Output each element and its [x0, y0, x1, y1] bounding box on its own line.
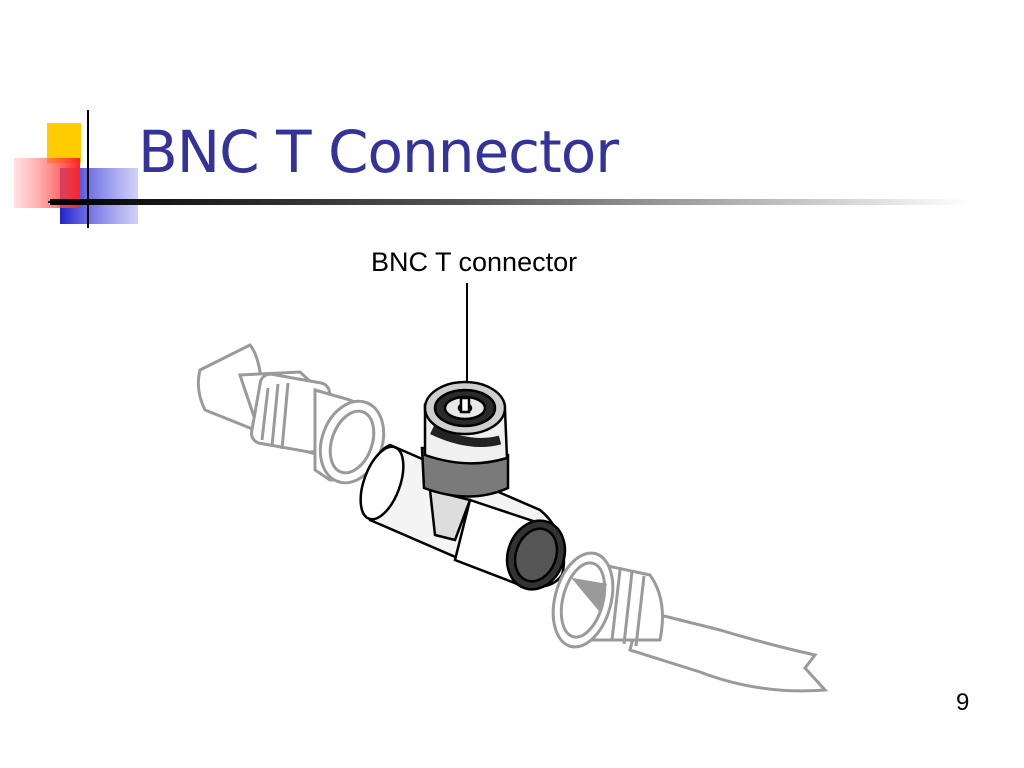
right-cable-connector — [551, 551, 829, 693]
yellow-square — [47, 123, 81, 163]
page-number: 9 — [956, 689, 970, 716]
slide-title: BNC T Connector — [138, 118, 619, 186]
callout-label: BNC T connector — [371, 247, 578, 277]
bnc-t-connector-illustration — [196, 283, 829, 693]
left-cable-connector — [196, 343, 386, 485]
t-connector-body — [359, 380, 567, 591]
title-underline — [50, 199, 970, 205]
